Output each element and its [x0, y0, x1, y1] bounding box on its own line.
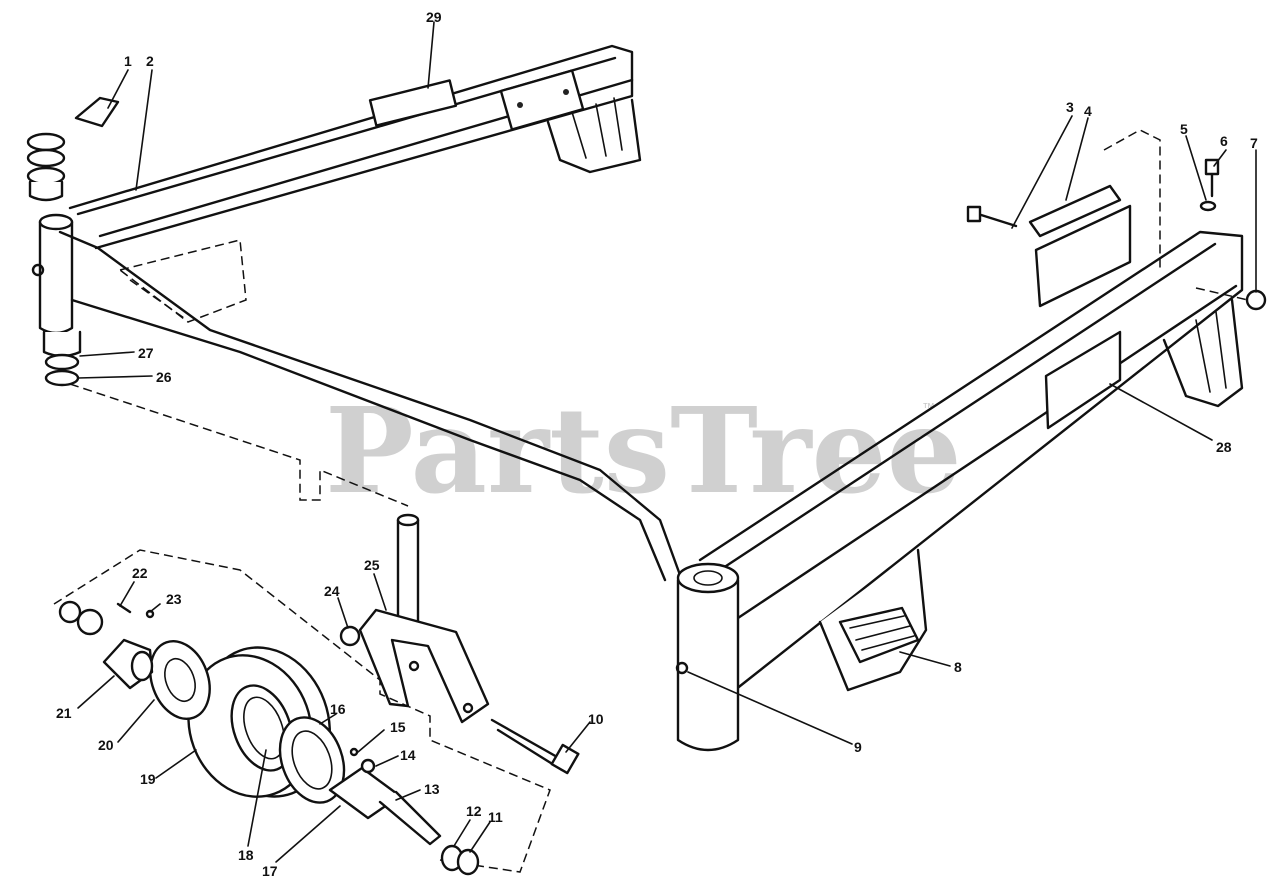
caster-wheel-assembly [53, 513, 580, 876]
callout-1: 1 [124, 53, 132, 69]
callout-27: 27 [138, 345, 154, 361]
callout-8: 8 [954, 659, 962, 675]
callout-11: 11 [488, 809, 503, 825]
leader-lines [77, 21, 1257, 863]
callout-12: 12 [466, 803, 482, 819]
callout-29: 29 [426, 9, 442, 25]
callout-26: 26 [156, 369, 172, 385]
callout-28: 28 [1216, 439, 1232, 455]
callout-9: 9 [854, 739, 862, 755]
callout-23: 23 [166, 591, 182, 607]
callout-24: 24 [324, 583, 340, 599]
callout-labels: 1 2 3 4 5 6 7 8 9 10 11 12 13 14 15 16 1… [56, 9, 1258, 879]
callout-2: 2 [146, 53, 154, 69]
callout-18: 18 [238, 847, 254, 863]
watermark-text: PartsTree [325, 381, 962, 520]
callout-20: 20 [98, 737, 114, 753]
callout-22: 22 [132, 565, 148, 581]
callout-15: 15 [390, 719, 406, 735]
mower-frame [31, 44, 1267, 752]
callout-6: 6 [1220, 133, 1228, 149]
callout-5: 5 [1180, 121, 1188, 137]
callout-10: 10 [588, 711, 604, 727]
callout-13: 13 [424, 781, 440, 797]
callout-16: 16 [330, 701, 346, 717]
callout-3: 3 [1066, 99, 1074, 115]
callout-4: 4 [1084, 103, 1092, 119]
pivot-hardware-stack [26, 96, 120, 387]
callout-21: 21 [56, 705, 72, 721]
callout-19: 19 [140, 771, 156, 787]
callout-25: 25 [364, 557, 380, 573]
callout-7: 7 [1250, 135, 1258, 151]
callout-14: 14 [400, 747, 416, 763]
callout-17: 17 [262, 863, 278, 879]
